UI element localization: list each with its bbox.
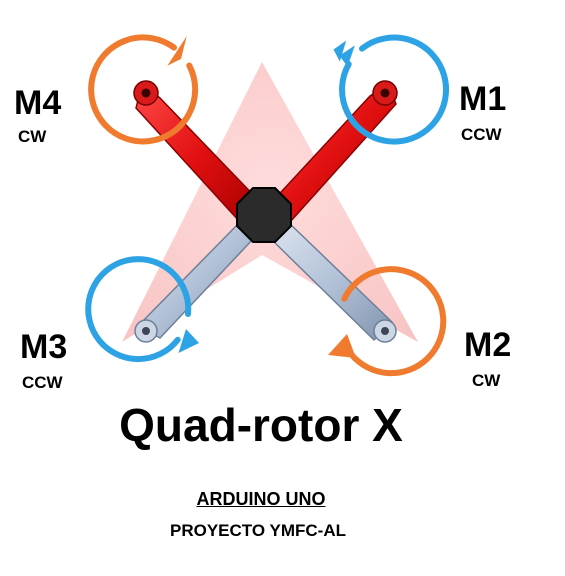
rotation-arrow-m4 (88, 34, 199, 145)
motor-label-m1: M1 CCW (459, 82, 506, 143)
center-hub (236, 187, 292, 243)
board-label: ARDUINO UNO (196, 489, 326, 509)
motor-name-m4: M4 (14, 84, 62, 122)
motor-hole-m2 (381, 327, 389, 335)
motor-hole-m3 (142, 327, 150, 335)
motor-hole-m4 (141, 88, 151, 98)
motor-direction-m3: CCW (22, 373, 63, 392)
front-arms (133, 80, 398, 223)
motor-name-m2: M2 (464, 326, 512, 364)
motor-hole-m1 (380, 88, 390, 98)
project-label: PROYECTO YMFC-AL (170, 521, 346, 540)
rotation-arrow-m3 (85, 256, 199, 363)
motor-direction-m1: CCW (461, 125, 502, 144)
motor-direction-m2: CW (472, 371, 501, 390)
motor-name-m1: M1 (459, 80, 507, 118)
rotation-arrow-m1 (333, 34, 450, 145)
rear-arms (134, 221, 397, 343)
rotation-arrow-m2 (328, 266, 447, 377)
motor-name-m3: M3 (20, 328, 68, 366)
motor-direction-m4: CW (18, 127, 47, 146)
motor-label-m2: M2 CW (464, 328, 511, 389)
motor-label-m4: M4 CW (14, 86, 61, 145)
motor-label-m3: M3 CCW (20, 330, 67, 391)
diagram-title: Quad-rotor X (119, 399, 403, 451)
